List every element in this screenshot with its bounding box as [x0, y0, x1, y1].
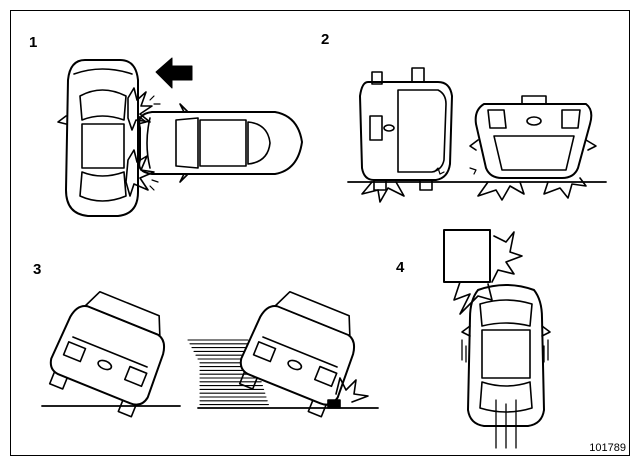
panel-2-rollover: [347, 67, 607, 203]
car-upside-down: [469, 95, 597, 179]
panel-3-number: 3: [33, 261, 42, 278]
panel-4-frontal-impact: [443, 229, 551, 449]
struck-car: [57, 59, 147, 217]
panel-4-number: 4: [396, 259, 405, 276]
figure-id: 101789: [589, 442, 626, 454]
impact-burst-icon: [543, 177, 587, 199]
impact-burst-icon: [453, 281, 493, 315]
impact-burst-icon: [335, 377, 369, 403]
tilting-car: [48, 290, 166, 418]
curb-obstacle: [327, 399, 341, 409]
panel-1-side-impact: [57, 57, 303, 217]
panel-3-tilting: [41, 290, 379, 418]
speed-lines: [187, 339, 269, 406]
impacting-car: [138, 103, 303, 183]
impact-burst-icon: [491, 231, 523, 283]
tilting-car-impacting: [238, 290, 356, 418]
motion-arrow-icon: [155, 57, 193, 89]
impacting-car-front: [461, 284, 551, 427]
impact-burst-icon: [127, 87, 153, 131]
solid-object: [443, 229, 491, 283]
impact-burst-icon: [125, 149, 155, 197]
impact-burst-icon: [477, 181, 525, 201]
car-on-side: [359, 67, 453, 191]
panel-2-number: 2: [321, 31, 330, 48]
panel-1-number: 1: [29, 34, 38, 51]
impact-burst-icon: [361, 181, 405, 203]
